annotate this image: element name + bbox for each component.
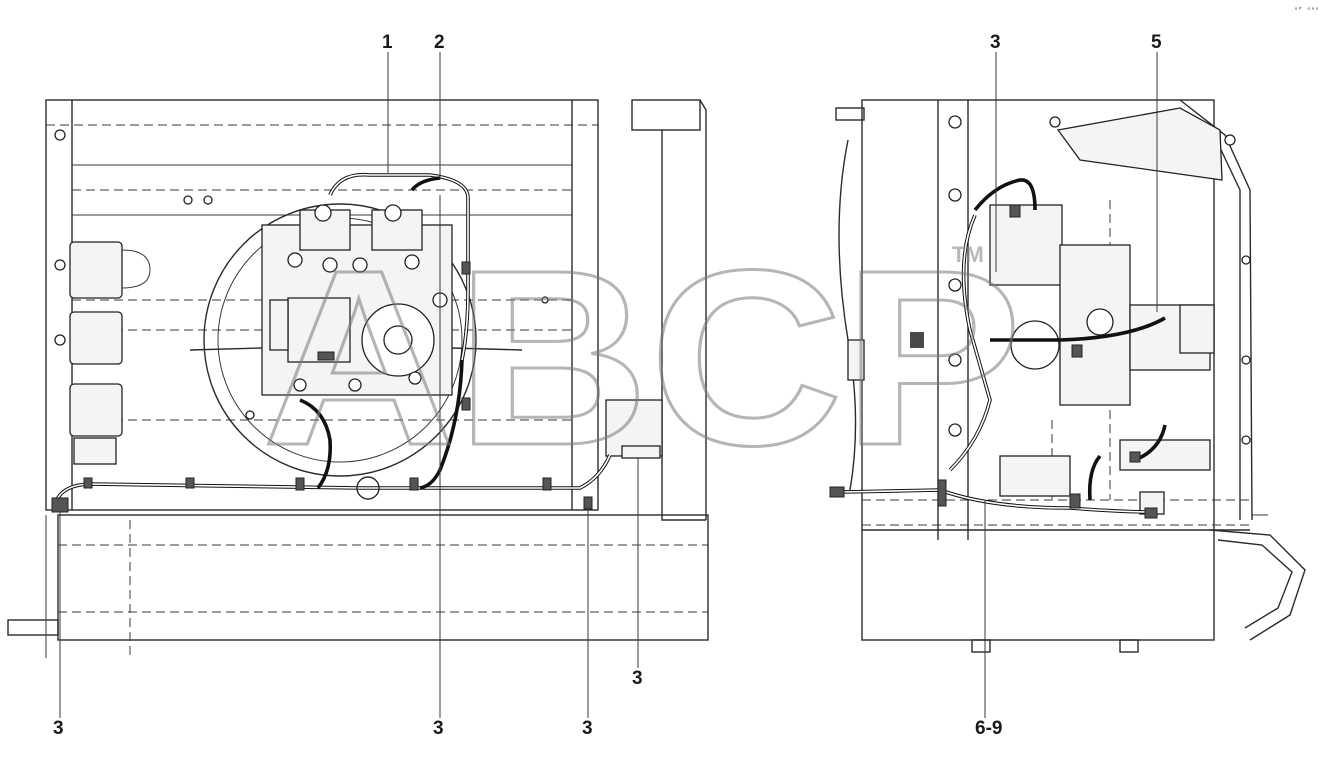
watermark: ABCP TM	[261, 217, 1024, 499]
callout-5: 5	[1151, 32, 1162, 53]
right-engine-view	[829, 52, 1306, 718]
callout-1: 1	[382, 32, 393, 53]
callout-3-middle: 3	[632, 668, 643, 689]
callout-3-bottom-left: 3	[53, 718, 64, 739]
callout-3-top: 3	[990, 32, 1001, 53]
watermark-tm: TM	[952, 242, 984, 267]
callout-3-bottom-center: 3	[433, 718, 444, 739]
watermark-text: ABCP	[262, 218, 1022, 497]
callout-6-9: 6-9	[975, 718, 1002, 739]
callout-3-bottom-right: 3	[582, 718, 593, 739]
callout-2: 2	[434, 32, 445, 53]
document-reference: ᵒᴾ ᵒᵒᵒ	[1294, 6, 1318, 14]
left-frame-view	[7, 52, 709, 718]
callout-labels: 1 2 3 5 3 3 3 3 6-9	[53, 32, 1162, 739]
